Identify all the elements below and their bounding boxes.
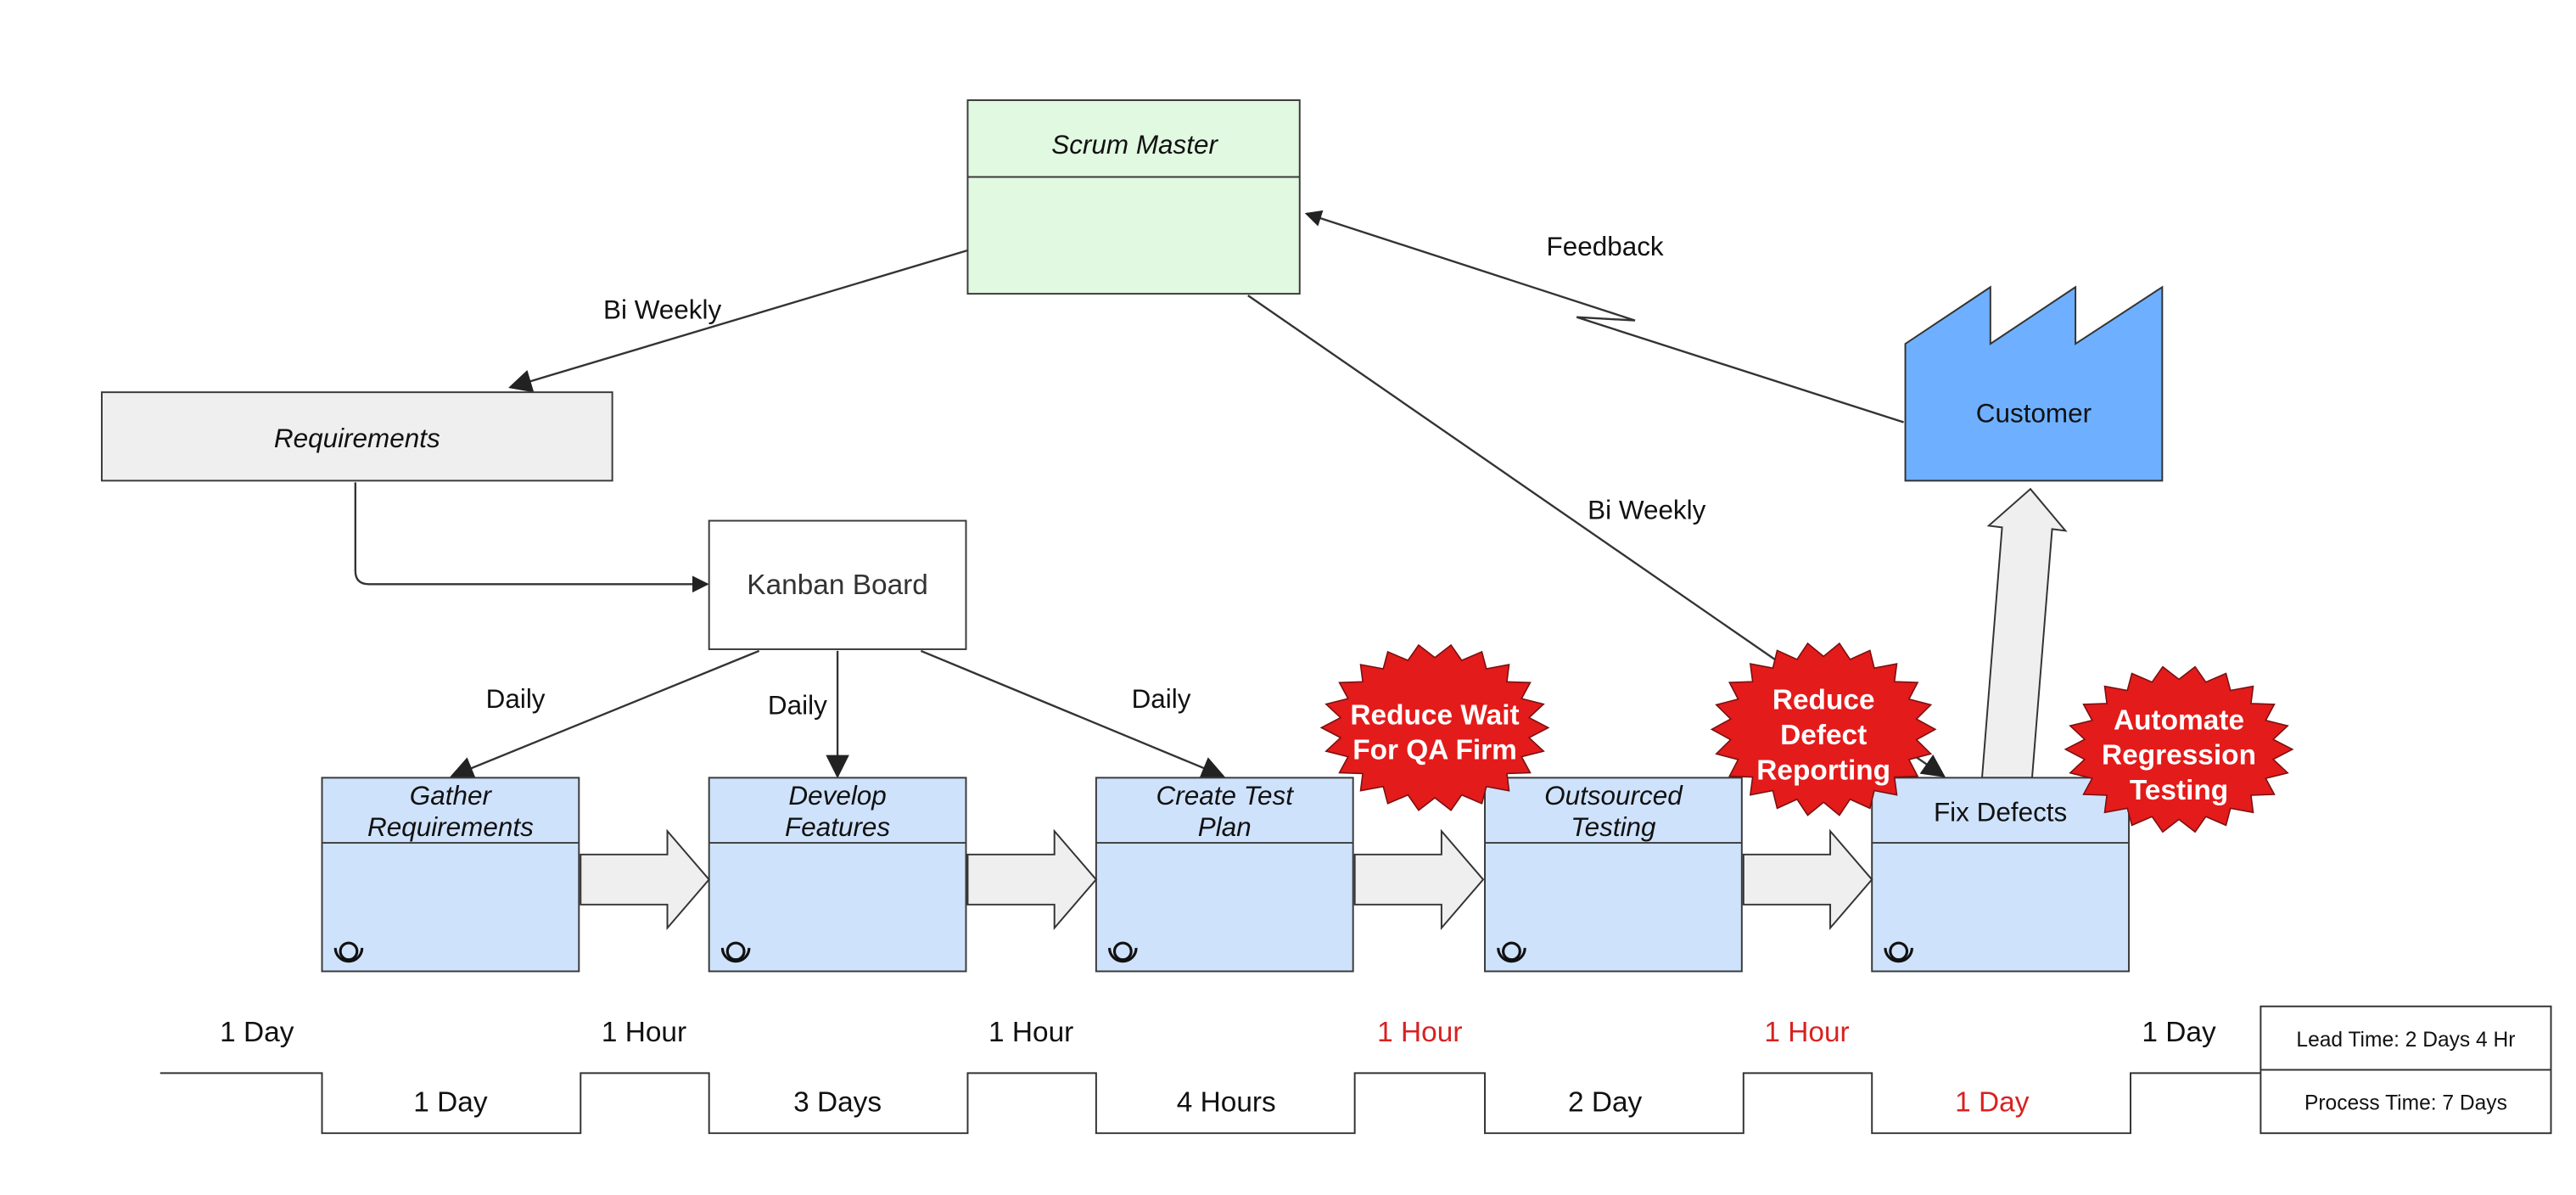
process-time-2: 3 Days xyxy=(793,1087,882,1119)
bi-weekly-left-label: Bi Weekly xyxy=(603,295,722,325)
process-title-line1: Fix Defects xyxy=(1934,797,2067,827)
feedback-arrow xyxy=(1304,210,1904,424)
process-box-outsourced-testing[interactable]: Outsourced Testing xyxy=(1484,777,1743,973)
summary-box: Lead Time: 2 Days 4 Hr Process Time: 7 D… xyxy=(2260,1005,2552,1135)
process-title-line1: Create Test xyxy=(1156,781,1295,811)
process-boxes: Gather Requirements Develop Features Cre… xyxy=(321,777,2131,973)
shipment-arrow xyxy=(1980,487,2068,779)
process-box-fix-defects[interactable]: Fix Defects xyxy=(1871,777,2131,973)
requirements-body xyxy=(100,391,613,482)
burst-shape xyxy=(2064,665,2294,833)
operator-icon xyxy=(333,941,364,963)
process-time-1: 1 Day xyxy=(413,1087,488,1119)
operator-icon xyxy=(1497,941,1526,963)
process-time-3: 4 Hours xyxy=(1177,1087,1276,1119)
process-title-line1: Gather xyxy=(410,781,493,811)
requirements-to-kanban-arrow xyxy=(354,482,709,593)
wait-time-5: 1 Hour xyxy=(1764,1017,1849,1048)
scrum-master-body xyxy=(966,99,1301,295)
burst-text-line1: Reduce Wait xyxy=(1350,699,1519,731)
process-body xyxy=(321,777,580,973)
wait-time-1: 1 Day xyxy=(220,1017,294,1048)
burst-text-line3: Reporting xyxy=(1756,755,1890,786)
burst-text-line1: Reduce xyxy=(1772,685,1875,716)
wait-times: 1 Day 1 Hour 1 Hour 1 Hour 1 Hour 1 Day xyxy=(220,1017,2216,1048)
burst-text-line2: Regression xyxy=(2102,740,2256,771)
kanban-board-title: Kanban Board xyxy=(747,569,928,601)
burst-text-line2: Defect xyxy=(1780,720,1867,751)
scrum-master-title: Scrum Master xyxy=(1051,130,1218,160)
wait-time-4: 1 Hour xyxy=(1377,1017,1462,1048)
customer-title: Customer xyxy=(1976,399,2092,429)
process-box-create-test-plan[interactable]: Create Test Plan xyxy=(1095,777,1354,973)
process-title-line2: Requirements xyxy=(367,812,534,842)
scrum-to-requirements-arrow xyxy=(508,249,968,393)
daily-label-2: Daily xyxy=(768,691,827,721)
wait-time-3: 1 Hour xyxy=(988,1017,1073,1048)
process-body xyxy=(1095,777,1354,973)
kanban-board-box[interactable]: Kanban Board xyxy=(708,519,967,650)
process-times: 1 Day 3 Days 4 Hours 2 Day 1 Day xyxy=(413,1087,2029,1119)
process-title-line2: Plan xyxy=(1198,812,1252,842)
feedback-label: Feedback xyxy=(1547,232,1664,261)
scrum-master-box[interactable]: Scrum Master xyxy=(966,99,1301,295)
customer-box[interactable]: Customer xyxy=(1904,285,2164,482)
requirements-title: Requirements xyxy=(274,424,440,453)
process-title-line2: Features xyxy=(785,812,890,842)
kanban-to-create-test-arrow xyxy=(920,649,1225,779)
bi-weekly-right-label: Bi Weekly xyxy=(1588,496,1706,525)
process-body xyxy=(1871,777,2131,973)
kanban-board-body xyxy=(708,519,967,650)
process-time-text: Process Time: 7 Days xyxy=(2304,1092,2507,1115)
burst-shape xyxy=(1319,643,1550,811)
process-body xyxy=(1484,777,1743,973)
process-box-gather-requirements[interactable]: Gather Requirements xyxy=(321,777,580,973)
push-arrow-2 xyxy=(966,828,1098,930)
push-arrow-3 xyxy=(1353,828,1485,930)
kanban-to-gather-arrow xyxy=(450,649,760,779)
push-arrow-4 xyxy=(1742,828,1873,930)
timeline-line xyxy=(160,1072,2261,1135)
process-title-line2: Testing xyxy=(1571,812,1656,842)
burst-text-line3: Testing xyxy=(2130,775,2228,806)
lead-time-text: Lead Time: 2 Days 4 Hr xyxy=(2296,1029,2515,1052)
requirements-box[interactable]: Requirements xyxy=(100,391,613,482)
process-time-4: 2 Day xyxy=(1568,1087,1643,1119)
operator-icon xyxy=(1884,941,1913,963)
process-title-line1: Outsourced xyxy=(1544,781,1683,811)
burst-text-line2: For QA Firm xyxy=(1352,735,1517,766)
wait-time-6: 1 Day xyxy=(2142,1017,2216,1048)
push-arrow-1 xyxy=(580,828,710,930)
wait-time-2: 1 Hour xyxy=(602,1017,686,1048)
factory-icon xyxy=(1904,285,2164,482)
operator-icon xyxy=(1108,941,1138,963)
process-time-5: 1 Day xyxy=(1955,1087,2030,1119)
daily-label-1: Daily xyxy=(486,684,546,714)
operator-icon xyxy=(720,941,751,963)
process-body xyxy=(708,777,967,973)
process-title-line1: Develop xyxy=(788,781,886,811)
push-arrows xyxy=(580,828,1873,930)
daily-label-3: Daily xyxy=(1132,684,1191,714)
process-box-develop-features[interactable]: Develop Features xyxy=(708,777,967,973)
burst-text-line1: Automate xyxy=(2114,704,2244,736)
burst-shape xyxy=(1710,642,1937,816)
